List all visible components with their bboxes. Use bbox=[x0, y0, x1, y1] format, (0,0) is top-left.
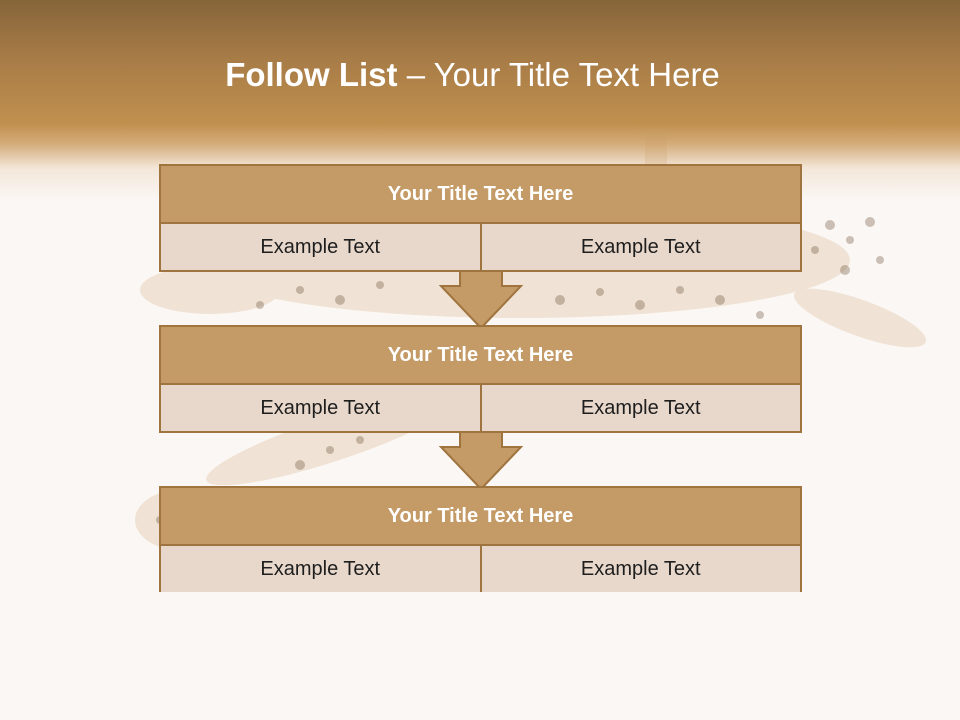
slide-title-bold: Follow List bbox=[225, 56, 398, 93]
block-title: Your Title Text Here bbox=[161, 488, 800, 546]
block-cell-left: Example Text bbox=[161, 385, 480, 431]
block-cell-right: Example Text bbox=[479, 546, 800, 592]
slide-title-rest: – Your Title Text Here bbox=[397, 56, 720, 93]
block-title: Your Title Text Here bbox=[161, 166, 800, 224]
block-cells: Example Text Example Text bbox=[161, 224, 800, 270]
block-cell-right: Example Text bbox=[479, 385, 800, 431]
down-arrow-icon bbox=[438, 431, 524, 491]
block-cells: Example Text Example Text bbox=[161, 385, 800, 431]
down-arrow-icon bbox=[438, 270, 524, 330]
list-block-3: Your Title Text Here Example Text Exampl… bbox=[159, 486, 802, 592]
slide-title: Follow List – Your Title Text Here bbox=[0, 50, 945, 100]
list-block-2: Your Title Text Here Example Text Exampl… bbox=[159, 325, 802, 433]
block-cell-left: Example Text bbox=[161, 546, 480, 592]
block-cell-left: Example Text bbox=[161, 224, 480, 270]
block-cells: Example Text Example Text bbox=[161, 546, 800, 592]
list-block-1: Your Title Text Here Example Text Exampl… bbox=[159, 164, 802, 272]
block-cell-right: Example Text bbox=[479, 224, 800, 270]
block-title: Your Title Text Here bbox=[161, 327, 800, 385]
